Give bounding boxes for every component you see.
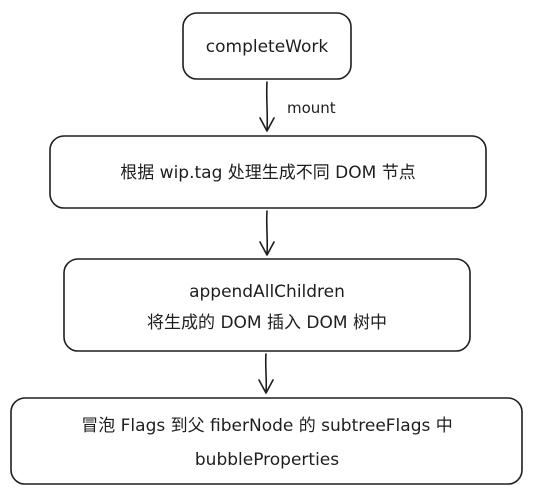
edge-line [265, 81, 269, 131]
node-bubble-properties: 冒泡 Flags 到父 fiberNode 的 subtreeFlags 中 b… [10, 397, 523, 485]
edge-create-dom-to-append-all-children [259, 210, 275, 256]
arrow-head-icon [259, 117, 275, 132]
node-append-all-children: appendAllChildren 将生成的 DOM 插入 DOM 树中 [63, 258, 471, 352]
edge-complete-work-to-create-dom: mount [259, 81, 336, 132]
node-bubble-properties-label-2: bubbleProperties [195, 450, 339, 470]
node-bubble-properties-label-1: 冒泡 Flags 到父 fiberNode 的 subtreeFlags 中 [81, 416, 453, 436]
edge-line [265, 210, 269, 255]
node-append-all-children-label-1: appendAllChildren [189, 282, 345, 302]
node-append-all-children-label-2: 将生成的 DOM 插入 DOM 树中 [147, 313, 387, 333]
node-complete-work: completeWork [182, 12, 352, 80]
arrow-head-icon [259, 241, 275, 256]
node-complete-work-label: completeWork [206, 37, 329, 57]
edge-append-all-children-to-bubble-properties [258, 353, 274, 394]
edge-label-mount: mount [287, 99, 336, 117]
node-create-dom: 根据 wip.tag 处理生成不同 DOM 节点 [49, 135, 487, 209]
edge-line [264, 353, 268, 393]
arrow-head-icon [258, 379, 274, 394]
node-create-dom-label: 根据 wip.tag 处理生成不同 DOM 节点 [120, 163, 415, 183]
